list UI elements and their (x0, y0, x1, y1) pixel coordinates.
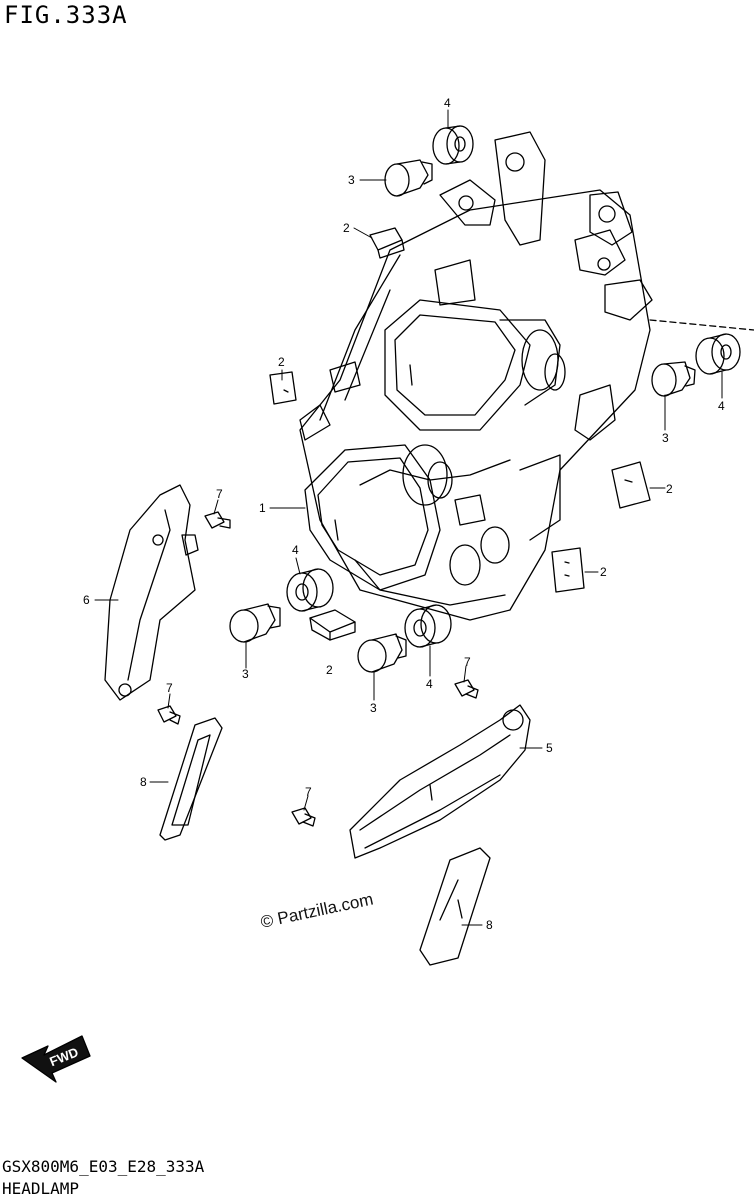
bolt-parts (229, 159, 696, 673)
watermark: © Partzilla.com (259, 890, 375, 932)
callout-4b: 4 (718, 399, 725, 413)
callout-3d: 3 (370, 701, 377, 715)
callout-2e: 2 (326, 663, 333, 677)
grommet-lower-center (404, 604, 452, 648)
callout-7d: 7 (305, 785, 312, 799)
cushion-left (269, 371, 297, 405)
fwd-arrow-icon: FWD (21, 1035, 91, 1083)
headlamp-bracket-frame (299, 131, 754, 621)
callout-7b: 7 (166, 681, 173, 695)
grommet-right (695, 333, 741, 375)
screw-center (454, 679, 479, 699)
callout-1: 1 (259, 501, 266, 515)
figure-title: FIG.333A (4, 1, 128, 29)
bolt-top (384, 159, 433, 197)
callout-4a: 4 (444, 96, 451, 110)
left-side-cover (104, 484, 199, 701)
callout-3a: 3 (348, 173, 355, 187)
bolt-lower-left (229, 603, 281, 643)
diagram-name: HEADLAMP (2, 1179, 80, 1198)
cushion-right (611, 461, 651, 509)
callout-3c: 3 (242, 667, 249, 681)
cushion-lower-right (551, 547, 585, 593)
callout-8a: 8 (140, 775, 147, 789)
callout-leader-lines (94, 109, 723, 926)
grommet-parts (286, 125, 741, 648)
callout-5: 5 (546, 741, 553, 755)
callout-3b: 3 (662, 431, 669, 445)
reflex-reflectors (159, 717, 491, 966)
right-side-cover (349, 704, 531, 859)
screw-left (157, 705, 181, 725)
reflector-left (159, 717, 223, 841)
callout-8b: 8 (486, 918, 493, 932)
lower-headlamp-unit (304, 444, 510, 591)
bolt-right (651, 361, 696, 397)
callout-6: 6 (83, 593, 90, 607)
diagram-code: GSX800M6_E03_E28_333A (2, 1157, 205, 1176)
upper-headlamp-unit (384, 259, 566, 431)
callout-7a: 7 (216, 487, 223, 501)
callout-2c: 2 (666, 482, 673, 496)
screw-upper-left (204, 511, 231, 529)
callout-4c: 4 (292, 543, 299, 557)
bolt-lower-center (357, 633, 407, 673)
callout-2d: 2 (600, 565, 607, 579)
cushion-rubber-parts (269, 227, 651, 641)
grommet-lower-left (286, 568, 334, 612)
cushion-top-left (369, 227, 405, 259)
callout-2b: 2 (278, 355, 285, 369)
callout-2a: 2 (343, 221, 350, 235)
grommet-top (432, 125, 474, 165)
screw-lower (291, 807, 316, 827)
callout-labels: 1 2 2 2 2 2 3 3 3 3 4 4 4 4 5 6 7 7 7 7 … (83, 96, 725, 932)
callout-4d: 4 (426, 677, 433, 691)
reflector-right (419, 847, 491, 966)
cushion-center (309, 609, 356, 641)
callout-7c: 7 (464, 655, 471, 669)
